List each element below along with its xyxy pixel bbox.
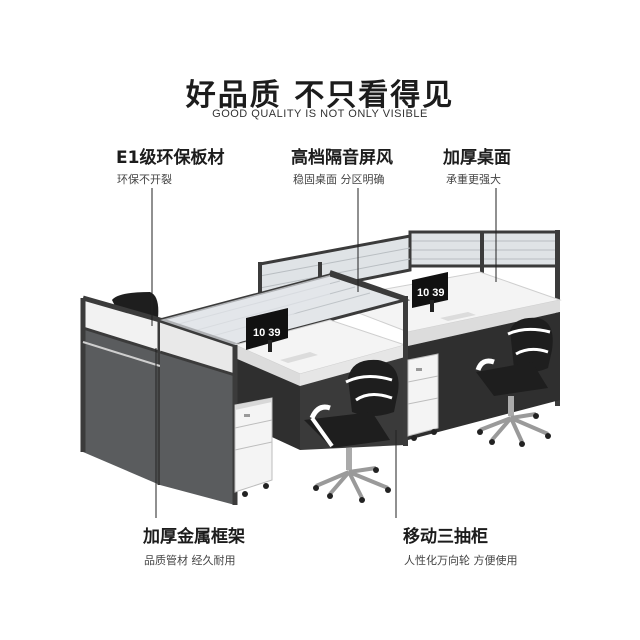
right-monitor-clock: 10 39 [417, 287, 445, 299]
feature-desktop-desc: 承重更强大 [446, 173, 501, 186]
page-title: 好品质 不只看得见 [185, 78, 455, 113]
left-drawer-cabinet [234, 397, 273, 497]
feature-screen-title: 高档隔音屏风 [291, 148, 393, 168]
feature-frame-desc: 品质管材 经久耐用 [144, 554, 236, 567]
front-panel [159, 317, 238, 505]
right-drawer-cabinet [407, 353, 439, 441]
left-end-panel [80, 295, 163, 485]
left-monitor: 10 39 [246, 308, 318, 363]
front-chair-left [304, 359, 399, 503]
front-left-glass-screen [160, 275, 330, 345]
front-chair-right [475, 317, 553, 447]
feature-desktop-title: 加厚桌面 [443, 148, 511, 168]
feature-panel-material-desc: 环保不开裂 [117, 173, 172, 186]
feature-panel-material-title: E1级环保板材 [116, 148, 225, 168]
page-subtitle: GOOD QUALITY IS NOT ONLY VISIBLE [212, 108, 428, 120]
left-monitor-clock: 10 39 [253, 327, 281, 339]
feature-drawer-title: 移动三抽柜 [403, 527, 488, 547]
callout-leader-lines [151, 188, 497, 518]
feature-frame-title: 加厚金属框架 [143, 527, 245, 547]
feature-drawer-desc: 人性化万向轮 方便使用 [404, 554, 518, 567]
feature-screen-desc: 稳固桌面 分区明确 [293, 173, 385, 186]
right-front-post [403, 296, 408, 446]
right-monitor: 10 39 [412, 272, 476, 321]
